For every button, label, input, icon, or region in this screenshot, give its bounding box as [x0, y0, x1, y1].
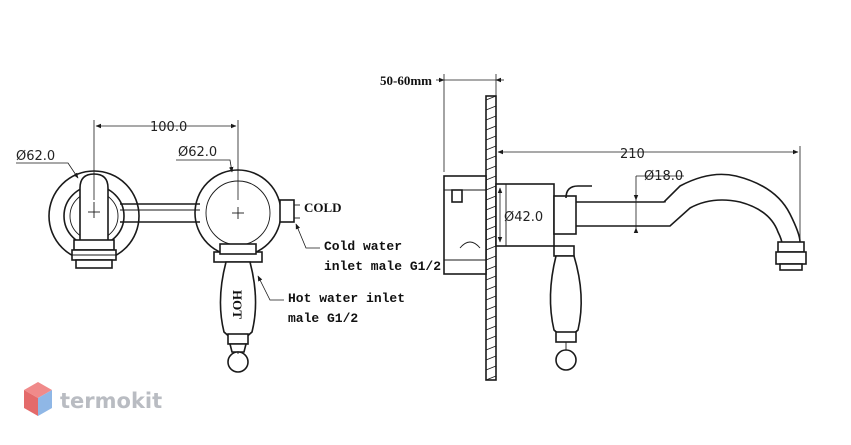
hot-tag: HOT	[230, 290, 245, 319]
dim-right-diameter: Ø62.0	[176, 145, 234, 173]
dim-body-diameter: Ø42.0	[497, 187, 543, 243]
dim-wall-thickness-label: 50-60mm	[380, 73, 432, 88]
hot-callout-line2: male G1/2	[288, 311, 358, 326]
cold-tag-label: COLD	[304, 200, 342, 215]
lever-side	[549, 245, 582, 371]
dim-spout-length-label: 210	[620, 147, 645, 162]
hot-water-callout: Hot water inlet male G1/2	[257, 275, 405, 326]
dim-left-diameter-label: Ø62.0	[16, 149, 55, 164]
dim-wall-thickness: 50-60mm	[380, 73, 504, 172]
dim-spout-length: 210	[497, 146, 801, 240]
right-valve	[194, 169, 300, 373]
brand-name: termokit	[60, 389, 162, 413]
front-view: 100.0 Ø62.0 Ø62.0 COLD HOT Cold water in…	[16, 120, 441, 373]
hot-tag-label: HOT	[230, 290, 245, 319]
connecting-pipe	[120, 203, 200, 223]
brand-watermark: termokit	[24, 382, 162, 416]
cold-tag: COLD	[304, 200, 342, 215]
brand-logo-icon	[24, 382, 52, 416]
rough-in-body	[443, 175, 487, 275]
cold-callout-line1: Cold water	[324, 239, 402, 254]
cold-water-callout: Cold water inlet male G1/2	[295, 223, 441, 274]
dim-center-distance: 100.0	[93, 120, 239, 200]
dim-body-diameter-label: Ø42.0	[504, 210, 543, 225]
hot-callout-line1: Hot water inlet	[288, 291, 405, 306]
dim-spout-diameter-label: Ø18.0	[644, 169, 683, 184]
spout	[565, 173, 807, 271]
dim-spout-diameter: Ø18.0	[630, 169, 684, 234]
dim-center-distance-label: 100.0	[150, 120, 187, 135]
dim-left-diameter: Ø62.0	[16, 149, 79, 179]
wall-plate	[485, 95, 497, 381]
dim-right-diameter-label: Ø62.0	[178, 145, 217, 160]
side-view: 50-60mm 210 Ø18.0 Ø42.0	[380, 73, 807, 381]
cold-callout-line2: inlet male G1/2	[324, 259, 441, 274]
valve-body-side	[495, 183, 577, 247]
